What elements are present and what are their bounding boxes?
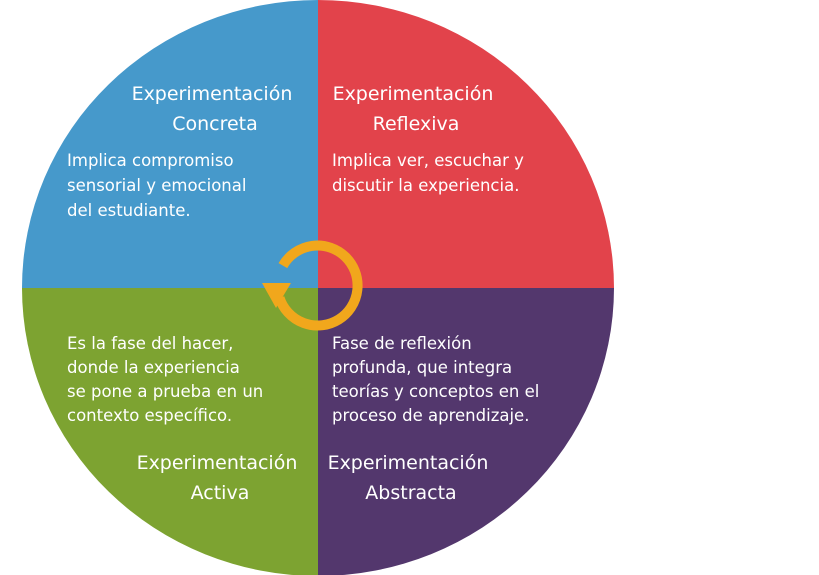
- title-activa: Experimentación Activa: [137, 452, 304, 504]
- quadrant-concreta: [22, 0, 318, 288]
- quadrant-abstracta: [318, 288, 614, 575]
- description-activa: Es la fase del hacer, donde la experienc…: [67, 334, 269, 425]
- quadrant-activa: [22, 288, 318, 575]
- cycle-arrow-icon: [262, 240, 363, 331]
- description-concreta: Implica compromiso sensorial y emocional…: [67, 151, 252, 220]
- quadrant-reflexiva: [318, 0, 614, 288]
- title-concreta: Experimentación Concreta: [132, 83, 299, 135]
- description-abstracta: Fase de reflexión profunda, que integra …: [332, 334, 545, 425]
- description-reflexiva: Implica ver, escuchar y discutir la expe…: [332, 151, 529, 195]
- title-abstracta: Experimentación Abstracta: [328, 452, 495, 504]
- title-reflexiva: Experimentación Reflexiva: [333, 83, 500, 135]
